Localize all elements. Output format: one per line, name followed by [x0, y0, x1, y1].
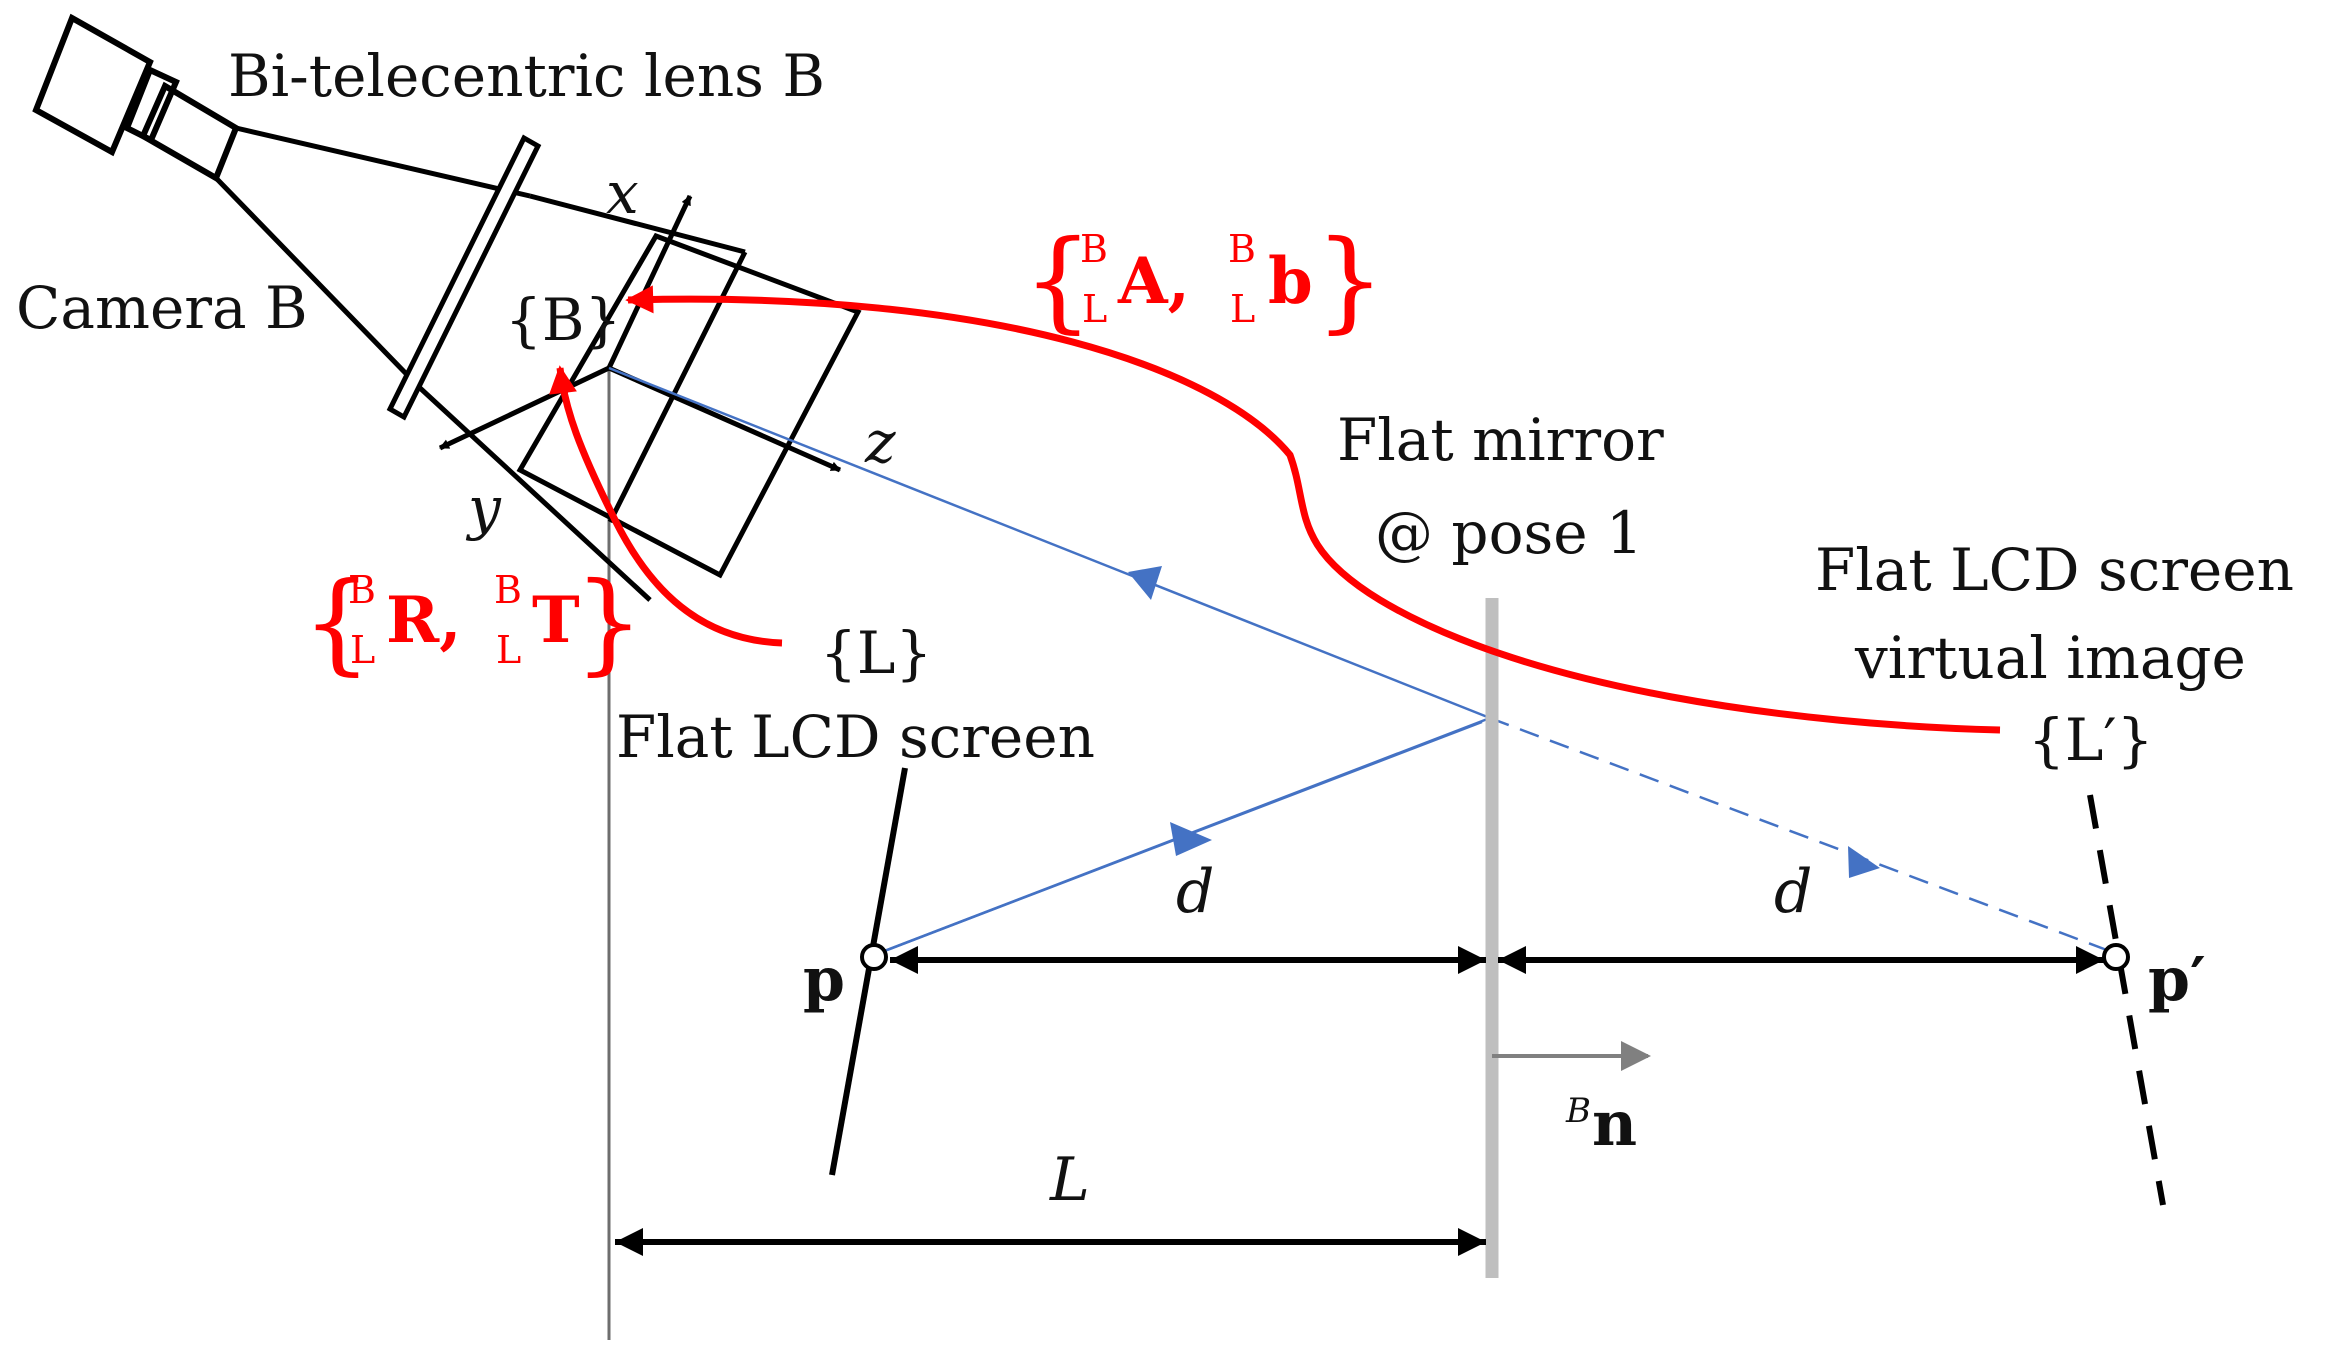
- camera-body: [32, 13, 240, 183]
- affine-transform-label: { B L A, B L b }: [1023, 216, 1385, 344]
- rigid-symbol-2: T: [532, 583, 580, 658]
- point-p-label: p: [803, 945, 845, 1015]
- lcd-screen-label: Flat LCD screen: [616, 703, 1095, 771]
- rigid-sup-1: B: [348, 568, 376, 612]
- point-p-prime-marker: [2102, 943, 2130, 971]
- affine-transform-curve: [625, 285, 2001, 734]
- dimension-arrows: [615, 946, 2104, 1256]
- distance-d-left-label: d: [1176, 857, 1214, 927]
- rigid-transform-curve: [549, 365, 783, 647]
- rigid-brace-close: }: [574, 558, 644, 686]
- axis-y-label: y: [465, 474, 502, 542]
- rigid-symbol-1: R,: [386, 583, 461, 658]
- normal-superscript-label: B: [1565, 1091, 1591, 1131]
- camera-label: Camera B: [16, 274, 308, 342]
- affine-sup-2: B: [1228, 227, 1256, 271]
- lens-body: [213, 125, 746, 602]
- axis-z-label: z: [864, 408, 896, 476]
- camera-frame-label: {B}: [505, 286, 621, 354]
- mirror-pose-label: @ pose 1: [1375, 499, 1643, 567]
- affine-sub-2: L: [1230, 287, 1255, 331]
- affine-brace-close: }: [1315, 216, 1385, 344]
- affine-symbol-2: b: [1268, 244, 1313, 319]
- lens-plate: [386, 134, 542, 421]
- point-p-marker: [860, 943, 888, 971]
- distance-d-right-label: d: [1774, 857, 1812, 927]
- virtual-image-label-line2: virtual image: [1854, 624, 2246, 692]
- affine-sup-1: B: [1080, 227, 1108, 271]
- affine-sub-1: L: [1082, 287, 1107, 331]
- rigid-brace-open: {: [302, 558, 372, 686]
- affine-brace-open: {: [1023, 216, 1093, 344]
- rigid-transform-label: { B L R, B L T }: [302, 558, 644, 686]
- lens-label: Bi-telecentric lens B: [228, 42, 825, 110]
- ray-direction-arrows: [1128, 566, 1880, 878]
- point-p-prime-label: p′: [2148, 945, 2206, 1015]
- normal-label: n: [1592, 1087, 1637, 1160]
- virtual-screen-line: [2087, 794, 2166, 1206]
- rigid-sub-1: L: [350, 628, 375, 672]
- affine-symbol-1: A,: [1117, 244, 1190, 319]
- distance-L-label: L: [1049, 1145, 1090, 1215]
- rigid-sup-2: B: [494, 568, 522, 612]
- lcd-frame-label: {L}: [820, 619, 932, 687]
- axis-x-label: x: [606, 159, 639, 227]
- lcd-screen-line: [829, 767, 908, 1176]
- mirror-label: Flat mirror: [1337, 406, 1664, 474]
- virtual-frame-label: {L′}: [2028, 706, 2154, 774]
- camera-axes: [438, 194, 842, 473]
- virtual-image-label-line1: Flat LCD screen: [1815, 536, 2294, 604]
- rigid-sub-2: L: [496, 628, 521, 672]
